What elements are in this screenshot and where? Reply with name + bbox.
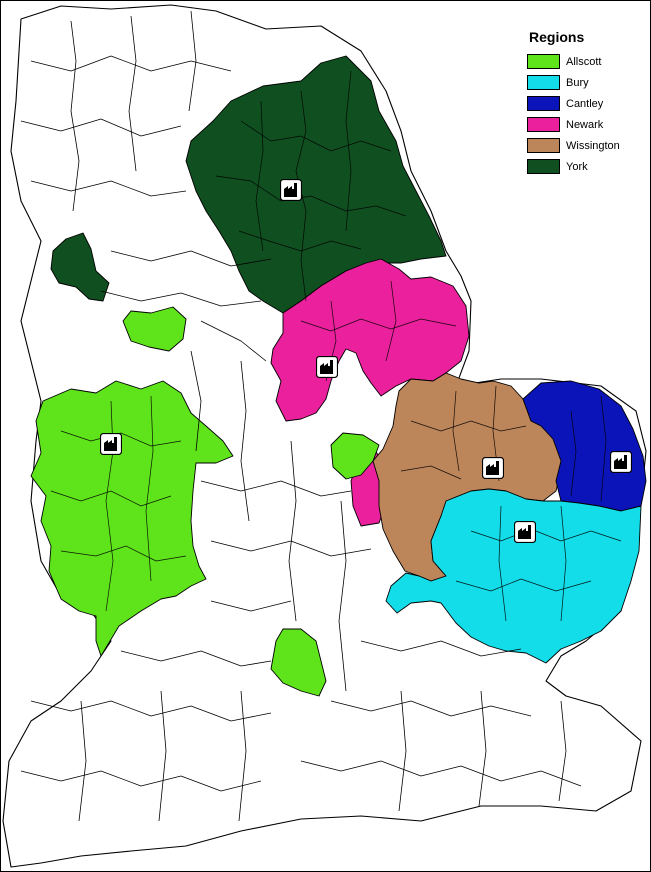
legend-label: Wissington bbox=[566, 139, 620, 152]
region-newark bbox=[270, 258, 470, 422]
land-outline bbox=[2, 4, 647, 868]
legend-item-cantley: Cantley bbox=[527, 93, 645, 114]
factory-icon bbox=[610, 451, 632, 473]
legend-label: Newark bbox=[566, 118, 604, 131]
legend-item-york: York bbox=[527, 156, 645, 177]
legend-items: Allscott Bury Cantley Newark Wissington … bbox=[527, 51, 645, 177]
factory-icon bbox=[514, 521, 536, 543]
legend-title: Regions bbox=[529, 29, 585, 45]
factory-icon bbox=[482, 457, 504, 479]
legend-item-wissington: Wissington bbox=[527, 135, 645, 156]
legend-label: Cantley bbox=[566, 97, 604, 110]
background-districts bbox=[20, 10, 582, 822]
legend: Regions Allscott Bury Cantley Newark Wis… bbox=[527, 29, 645, 177]
factory-icon bbox=[100, 433, 122, 455]
factory-icon bbox=[316, 356, 338, 378]
legend-item-allscott: Allscott bbox=[527, 51, 645, 72]
legend-swatch bbox=[527, 159, 560, 174]
legend-label: York bbox=[566, 160, 588, 173]
legend-label: Bury bbox=[566, 76, 589, 89]
legend-item-newark: Newark bbox=[527, 114, 645, 135]
factory-icon bbox=[280, 179, 302, 201]
region-allscott-south bbox=[270, 628, 327, 697]
legend-swatch bbox=[527, 54, 560, 69]
legend-swatch bbox=[527, 138, 560, 153]
legend-swatch bbox=[527, 96, 560, 111]
region-allscott bbox=[30, 380, 234, 657]
legend-swatch bbox=[527, 117, 560, 132]
legend-item-bury: Bury bbox=[527, 72, 645, 93]
legend-label: Allscott bbox=[566, 55, 602, 68]
region-bury bbox=[385, 488, 642, 664]
region-allscott-north bbox=[122, 306, 187, 352]
legend-swatch bbox=[527, 75, 560, 90]
